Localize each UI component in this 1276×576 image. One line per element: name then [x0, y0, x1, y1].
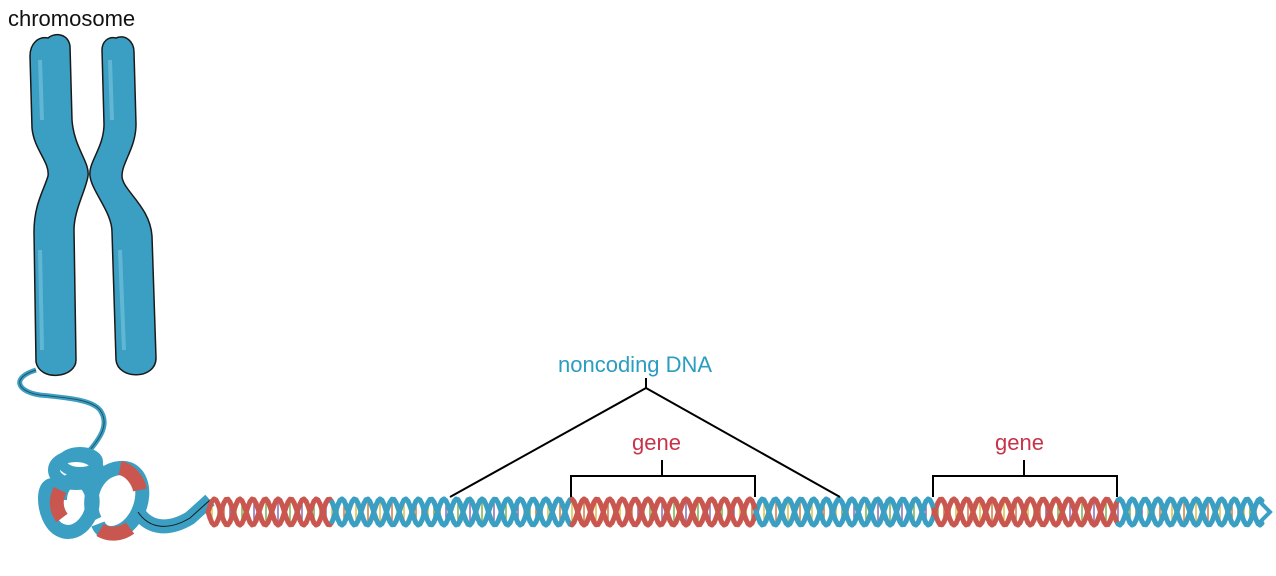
noncoding-dna-label: noncoding DNA [558, 352, 712, 378]
gene-label-2: gene [995, 430, 1044, 456]
chromosome [30, 35, 156, 376]
chromosome-left-arm [30, 35, 88, 376]
noncoding-left-line [450, 388, 646, 497]
gene-label-1: gene [632, 430, 681, 456]
helix-end [1258, 500, 1270, 524]
gene-bracket-1 [571, 460, 755, 497]
chromosome-label: chromosome [8, 6, 135, 32]
gene-bracket-2 [933, 460, 1117, 497]
gene-bracket-1-bar [571, 476, 755, 497]
chromatin-tail-outline [20, 370, 104, 450]
gene-bracket-2-bar [933, 476, 1117, 497]
dna-double-helix [208, 499, 1270, 525]
chromatin-coil [45, 452, 210, 534]
chromatin-tail [20, 370, 104, 450]
